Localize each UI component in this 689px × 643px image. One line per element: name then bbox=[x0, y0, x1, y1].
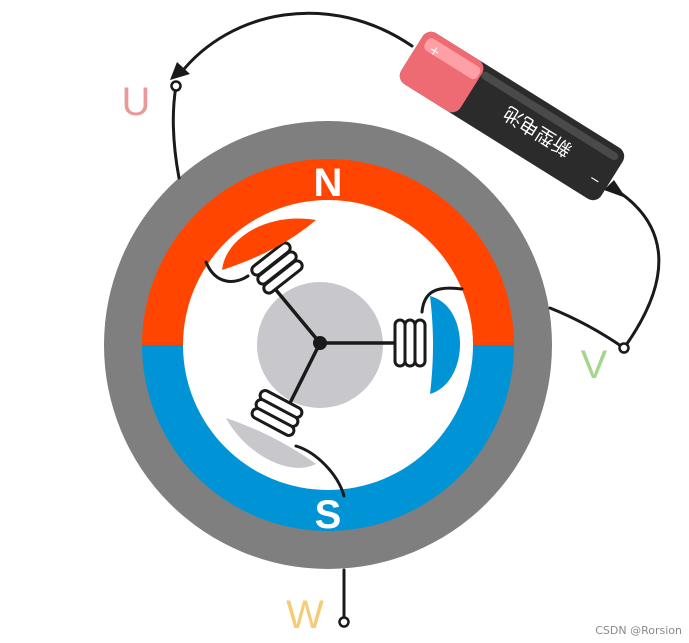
terminal-u bbox=[170, 80, 182, 92]
coil-winding-top bbox=[250, 241, 304, 295]
pole-shoe-bottom-idle bbox=[226, 418, 316, 468]
battery: + − 新型电池 bbox=[399, 31, 625, 201]
coil-winding-bottom bbox=[250, 389, 304, 437]
rotor-arms bbox=[274, 288, 395, 405]
arrow-to-u-icon bbox=[170, 62, 190, 80]
phase-label-u: U bbox=[122, 80, 151, 124]
pole-shoe-right-energized bbox=[430, 296, 460, 394]
rotor-shaft bbox=[313, 336, 327, 350]
battery-cap-highlight bbox=[424, 38, 481, 80]
phase-label-v: V bbox=[581, 343, 608, 387]
terminal-v bbox=[618, 342, 630, 354]
battery-body-highlight bbox=[481, 71, 619, 161]
north-pole-label: N bbox=[314, 161, 343, 205]
terminal-w bbox=[338, 616, 350, 628]
watermark: CSDN @Rorsion bbox=[595, 624, 682, 637]
pole-shoe-top-energized bbox=[222, 218, 316, 270]
phase-label-w: W bbox=[286, 593, 324, 637]
coil-winding-right bbox=[393, 318, 427, 368]
south-pole-label: S bbox=[315, 493, 342, 537]
arrow-to-battery-icon bbox=[604, 180, 626, 198]
battery-cap bbox=[399, 31, 484, 113]
wiring bbox=[171, 11, 661, 624]
